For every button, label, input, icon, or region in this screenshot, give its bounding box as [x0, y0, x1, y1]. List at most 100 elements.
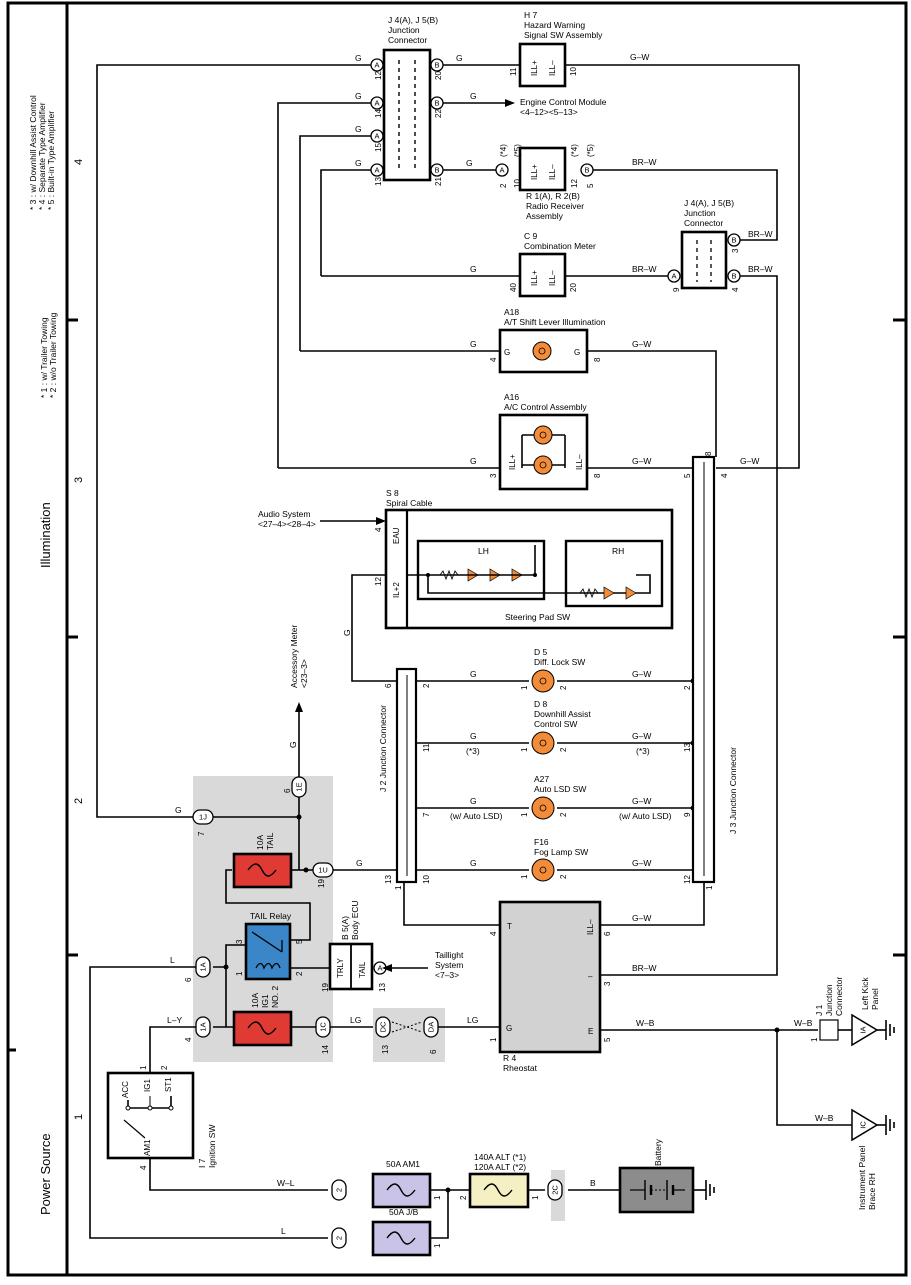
svg-text:G: G: [470, 339, 477, 349]
svg-text:TAIL Relay: TAIL Relay: [250, 911, 292, 921]
svg-text:13: 13: [683, 743, 692, 752]
svg-text:ILL–: ILL–: [586, 919, 595, 935]
svg-text:1U: 1U: [318, 866, 328, 875]
svg-text:H 7: H 7: [524, 10, 538, 20]
svg-text:Downhill Assist: Downhill Assist: [534, 709, 591, 719]
svg-text:Brace RH: Brace RH: [867, 1173, 877, 1210]
svg-text:Body ECU: Body ECU: [350, 900, 360, 940]
connector-1e: 1E 6: [283, 776, 307, 798]
svg-text:3: 3: [489, 473, 498, 478]
svg-text:Diff. Lock SW: Diff. Lock SW: [534, 657, 585, 667]
svg-text:1A: 1A: [199, 1022, 208, 1031]
svg-text:12: 12: [683, 875, 692, 884]
svg-text:G: G: [456, 53, 463, 63]
svg-text:G: G: [175, 805, 182, 815]
svg-text:J 2 Junction Connector: J 2 Junction Connector: [378, 705, 388, 792]
lamp-icon: [531, 669, 555, 693]
svg-text:2: 2: [559, 747, 568, 752]
svg-text:ILL–: ILL–: [548, 164, 557, 180]
svg-text:8: 8: [593, 473, 602, 478]
svg-text:10A: 10A: [255, 835, 265, 850]
svg-text:1: 1: [394, 885, 403, 890]
svg-text:1J: 1J: [199, 813, 207, 822]
svg-text:B: B: [590, 1178, 596, 1188]
svg-text:4: 4: [489, 931, 498, 936]
svg-text:40: 40: [509, 283, 518, 292]
svg-text:2: 2: [683, 685, 692, 690]
svg-text:2: 2: [160, 1065, 169, 1070]
svg-text:G: G: [342, 629, 352, 636]
svg-text:E: E: [588, 1027, 593, 1036]
grid-2: 2: [73, 798, 85, 804]
svg-text:2: 2: [559, 874, 568, 879]
svg-text:G: G: [355, 124, 362, 134]
svg-text:2: 2: [499, 183, 508, 188]
sidebar: * 3 : w/ Downhill Assist Control * 4 : S…: [28, 95, 85, 1215]
svg-text:ILL+: ILL+: [530, 270, 539, 286]
svg-text:NO. 2: NO. 2: [270, 986, 280, 1008]
svg-text:6: 6: [603, 931, 612, 936]
svg-text:12: 12: [570, 179, 579, 188]
svg-text:A/T Shift Lever Illumination: A/T Shift Lever Illumination: [504, 317, 606, 327]
svg-text:W–B: W–B: [794, 1018, 813, 1028]
svg-text:ACC: ACC: [121, 1081, 130, 1098]
svg-text:8: 8: [593, 357, 602, 362]
svg-text:Instrument Panel: Instrument Panel: [857, 1146, 867, 1210]
svg-text:Connector: Connector: [684, 218, 723, 228]
svg-text:(w/ Auto LSD): (w/ Auto LSD): [619, 811, 672, 821]
svg-text:A18: A18: [504, 307, 519, 317]
svg-text:4: 4: [731, 287, 740, 292]
svg-text:A: A: [374, 132, 379, 141]
svg-text:D 8: D 8: [534, 699, 548, 709]
frame: [6, 1, 908, 1277]
svg-text:G: G: [466, 158, 473, 168]
svg-text:1A: 1A: [199, 962, 208, 971]
fuse-ig1: 10A IG1 NO. 2: [232, 986, 293, 1047]
wires: [89, 64, 852, 1239]
section-illumination: Illumination: [38, 502, 53, 568]
svg-text:4: 4: [139, 1165, 148, 1170]
svg-text:IC: IC: [859, 1121, 868, 1129]
svg-text:Accessory Meter: Accessory Meter: [289, 625, 299, 688]
svg-text:Connector: Connector: [834, 977, 844, 1016]
svg-text:<4–12><5–13>: <4–12><5–13>: [520, 107, 578, 117]
svg-text:5: 5: [683, 473, 692, 478]
svg-text:11: 11: [422, 743, 431, 752]
svg-text:13: 13: [374, 177, 383, 186]
svg-text:A: A: [374, 99, 379, 108]
svg-text:B: B: [434, 61, 439, 70]
lamp-icon: [533, 425, 553, 445]
svg-text:G–W: G–W: [632, 913, 651, 923]
svg-text:IG1: IG1: [143, 1079, 152, 1092]
svg-text:ILL+: ILL+: [530, 60, 539, 76]
svg-text:<7–3>: <7–3>: [435, 970, 459, 980]
connector-1a-bottom: 1A L–Y 4: [167, 1015, 211, 1042]
svg-text:3: 3: [235, 939, 244, 944]
svg-text:A: A: [499, 166, 504, 175]
svg-text:Fog Lamp SW: Fog Lamp SW: [534, 847, 588, 857]
lamp-icon: [531, 731, 555, 755]
svg-text:Junction: Junction: [388, 25, 420, 35]
svg-text:(*5): (*5): [513, 144, 522, 157]
svg-text:2C: 2C: [551, 1185, 560, 1195]
svg-text:A: A: [374, 166, 379, 175]
fuse-am1: W–L 2 50A AM1 1: [277, 1159, 442, 1209]
svg-text:B: B: [731, 272, 736, 281]
svg-text:B: B: [434, 166, 439, 175]
svg-text:RH: RH: [612, 546, 624, 556]
svg-text:L–Y: L–Y: [167, 1015, 182, 1025]
svg-text:BR–W: BR–W: [632, 264, 657, 274]
fuse-alt: 140A ALT (*1) 120A ALT (*2) 2 1 2C B: [459, 1152, 596, 1209]
svg-text:DC: DC: [379, 1021, 388, 1032]
svg-text:1: 1: [520, 874, 529, 879]
svg-text:I 7: I 7: [197, 1158, 207, 1168]
lamp-icon: [531, 796, 555, 820]
svg-text:J 3 Junction Connector: J 3 Junction Connector: [728, 747, 738, 834]
svg-text:19: 19: [321, 983, 330, 992]
svg-text:11: 11: [509, 67, 518, 76]
svg-text:3: 3: [603, 981, 612, 986]
svg-text:14: 14: [321, 1045, 330, 1054]
connector-1u: 1U 19: [312, 862, 334, 888]
svg-text:9: 9: [683, 812, 692, 817]
svg-text:120A ALT (*2): 120A ALT (*2): [474, 1162, 526, 1172]
